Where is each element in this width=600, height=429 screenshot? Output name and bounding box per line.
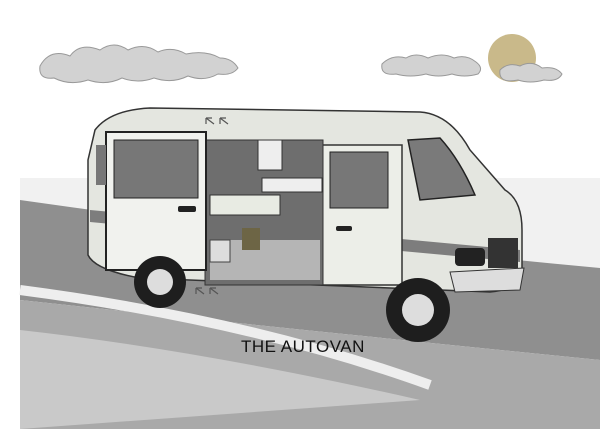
road-line — [19, 285, 432, 390]
rear-wheel — [134, 256, 186, 308]
sliding-door-window — [113, 139, 199, 199]
cab-door-window — [329, 151, 389, 209]
cloud-right-2 — [499, 62, 563, 83]
plant — [209, 239, 231, 263]
boots — [242, 228, 260, 250]
arrows-bottom — [195, 287, 219, 295]
arrows-top — [205, 117, 229, 125]
rear-window — [96, 145, 106, 185]
windshield — [407, 137, 477, 201]
cab-door-handle — [336, 226, 352, 231]
sliding-door-handle — [178, 206, 196, 212]
bench — [209, 194, 281, 216]
title-caption: THE AUTOVAN — [241, 337, 365, 356]
front-wheel — [386, 278, 450, 342]
cloud-right-1 — [381, 54, 482, 77]
road-shade — [20, 330, 420, 429]
table — [261, 177, 323, 193]
cloud-left — [39, 44, 239, 84]
grille — [488, 238, 518, 268]
bumper — [449, 267, 525, 293]
poster — [257, 139, 283, 171]
headlight — [455, 248, 485, 266]
